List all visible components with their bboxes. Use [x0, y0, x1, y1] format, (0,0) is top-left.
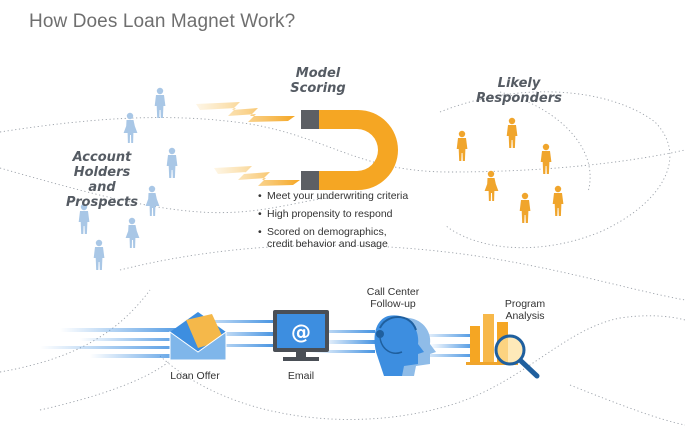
account-holders-line2: Holders and: [73, 165, 131, 195]
likely-responders-label: Likely Responders: [474, 76, 564, 106]
person-icon: [123, 112, 138, 143]
person-icon: [540, 143, 552, 174]
likely-responders-line1: Likely: [497, 76, 541, 91]
account-holders-line3: Prospects: [66, 195, 138, 210]
criteria-text: Scored on demographics,: [267, 226, 387, 238]
call-center-label: Call Center Follow-up: [358, 286, 428, 310]
criteria-text-continued: credit behavior and usage: [267, 238, 388, 250]
loan-offer-label: Loan Offer: [170, 370, 220, 382]
envelope-icon: [169, 312, 227, 361]
program-analysis-line1: Program: [504, 298, 546, 310]
criteria-item: High propensity to respond: [258, 208, 467, 220]
svg-text:@: @: [291, 320, 311, 344]
dotted-flow-lines: [0, 91, 685, 426]
person-icon: [154, 87, 166, 118]
model-scoring-line2: Scoring: [290, 81, 346, 96]
criteria-text: Meet your underwriting criteria: [267, 190, 409, 202]
page-title: How Does Loan Magnet Work?: [29, 11, 296, 32]
person-icon: [456, 130, 468, 161]
criteria-item: Scored on demographics,credit behavior a…: [258, 226, 467, 250]
magnet-icon: [301, 110, 398, 190]
program-analysis-line2: Analysis: [505, 310, 545, 322]
person-icon: [484, 170, 499, 201]
person-icon: [506, 117, 518, 148]
person-icon: [93, 239, 105, 270]
bar-chart-magnifier-icon: [466, 314, 540, 379]
person-icon: [125, 217, 140, 248]
account-holders-label: Account Holders and Prospects: [58, 150, 146, 210]
program-analysis-label: Program Analysis: [490, 298, 560, 322]
lightning-icon: [196, 102, 300, 186]
scoring-criteria-list: Meet your underwriting criteria High pro…: [258, 190, 467, 256]
monitor-icon: @: [273, 310, 329, 361]
person-icon: [166, 147, 178, 178]
criteria-text: High propensity to respond: [267, 208, 393, 220]
likely-responders-line2: Responders: [476, 91, 562, 106]
email-label: Email: [287, 370, 315, 382]
headset-heads-icon: [374, 315, 436, 376]
person-icon: [552, 185, 564, 216]
model-scoring-line1: Model: [295, 66, 341, 81]
call-center-line2: Follow-up: [370, 298, 416, 310]
model-scoring-label: Model Scoring: [283, 66, 353, 96]
criteria-item: Meet your underwriting criteria: [258, 190, 467, 202]
call-center-line1: Call Center: [366, 286, 420, 298]
speed-streaks: [40, 320, 475, 358]
person-icon: [145, 185, 160, 216]
person-icon: [519, 192, 531, 223]
account-holders-line1: Account: [72, 150, 132, 165]
